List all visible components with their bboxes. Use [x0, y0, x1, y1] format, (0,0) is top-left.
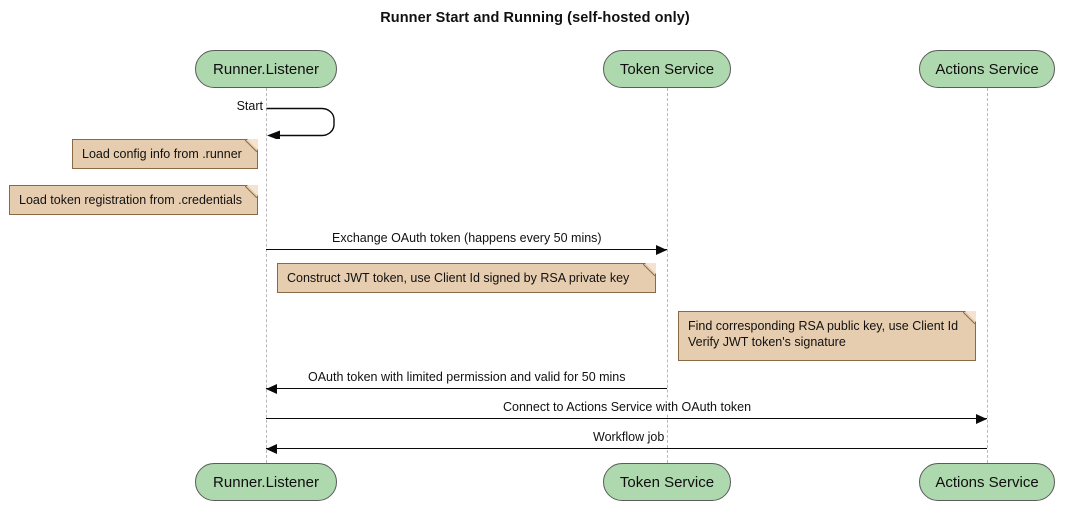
- self-message-label-start: Start: [214, 99, 266, 113]
- arrowhead-msg-oauth-token: [266, 383, 277, 394]
- note-construct-jwt: Construct JWT token, use Client Id signe…: [277, 263, 656, 293]
- participant-bottom-actions[interactable]: Actions Service: [919, 463, 1055, 501]
- participant-label: Token Service: [619, 60, 715, 78]
- message-line-msg-exchange-oauth: [266, 249, 667, 250]
- note-fold-icon: [962, 311, 976, 325]
- lifeline-actions: [987, 88, 988, 463]
- arrowhead-msg-workflow-job: [266, 443, 277, 454]
- note-text: Load token registration from .credential…: [19, 193, 243, 207]
- lifeline-token: [667, 88, 668, 463]
- message-label-msg-connect-actions: Connect to Actions Service with OAuth to…: [500, 400, 755, 414]
- note-load-config: Load config info from .runner: [72, 139, 258, 169]
- message-line-msg-workflow-job: [266, 448, 987, 449]
- note-text: Construct JWT token, use Client Id signe…: [287, 271, 630, 285]
- message-line-msg-connect-actions: [266, 418, 987, 419]
- message-label-msg-oauth-token: OAuth token with limited permission and …: [305, 370, 629, 384]
- self-message-start: [266, 105, 352, 139]
- participant-label: Actions Service: [935, 60, 1039, 78]
- lifeline-runner: [266, 88, 267, 463]
- participant-label: Runner.Listener: [213, 473, 319, 491]
- page-title: Runner Start and Running (self-hosted on…: [380, 10, 690, 26]
- note-fold-icon: [244, 185, 258, 199]
- note-fold-icon: [642, 263, 656, 277]
- participant-bottom-runner[interactable]: Runner.Listener: [195, 463, 337, 501]
- message-label-msg-exchange-oauth: Exchange OAuth token (happens every 50 m…: [329, 231, 605, 245]
- participant-top-runner[interactable]: Runner.Listener: [195, 50, 337, 88]
- arrowhead-msg-exchange-oauth: [656, 244, 667, 255]
- participant-label: Actions Service: [935, 473, 1039, 491]
- participant-top-actions[interactable]: Actions Service: [919, 50, 1055, 88]
- note-fold-icon: [244, 139, 258, 153]
- participant-bottom-token[interactable]: Token Service: [603, 463, 731, 501]
- message-label-msg-workflow-job: Workflow job: [590, 430, 668, 444]
- participant-top-token[interactable]: Token Service: [603, 50, 731, 88]
- arrowhead-msg-connect-actions: [976, 413, 987, 424]
- note-verify-jwt: Find corresponding RSA public key, use C…: [678, 311, 976, 361]
- note-load-token: Load token registration from .credential…: [9, 185, 258, 215]
- participant-label: Runner.Listener: [213, 60, 319, 78]
- note-text: Load config info from .runner: [82, 147, 242, 161]
- participant-label: Token Service: [619, 473, 715, 491]
- note-text: Find corresponding RSA public key, use C…: [688, 319, 959, 349]
- message-line-msg-oauth-token: [266, 388, 667, 389]
